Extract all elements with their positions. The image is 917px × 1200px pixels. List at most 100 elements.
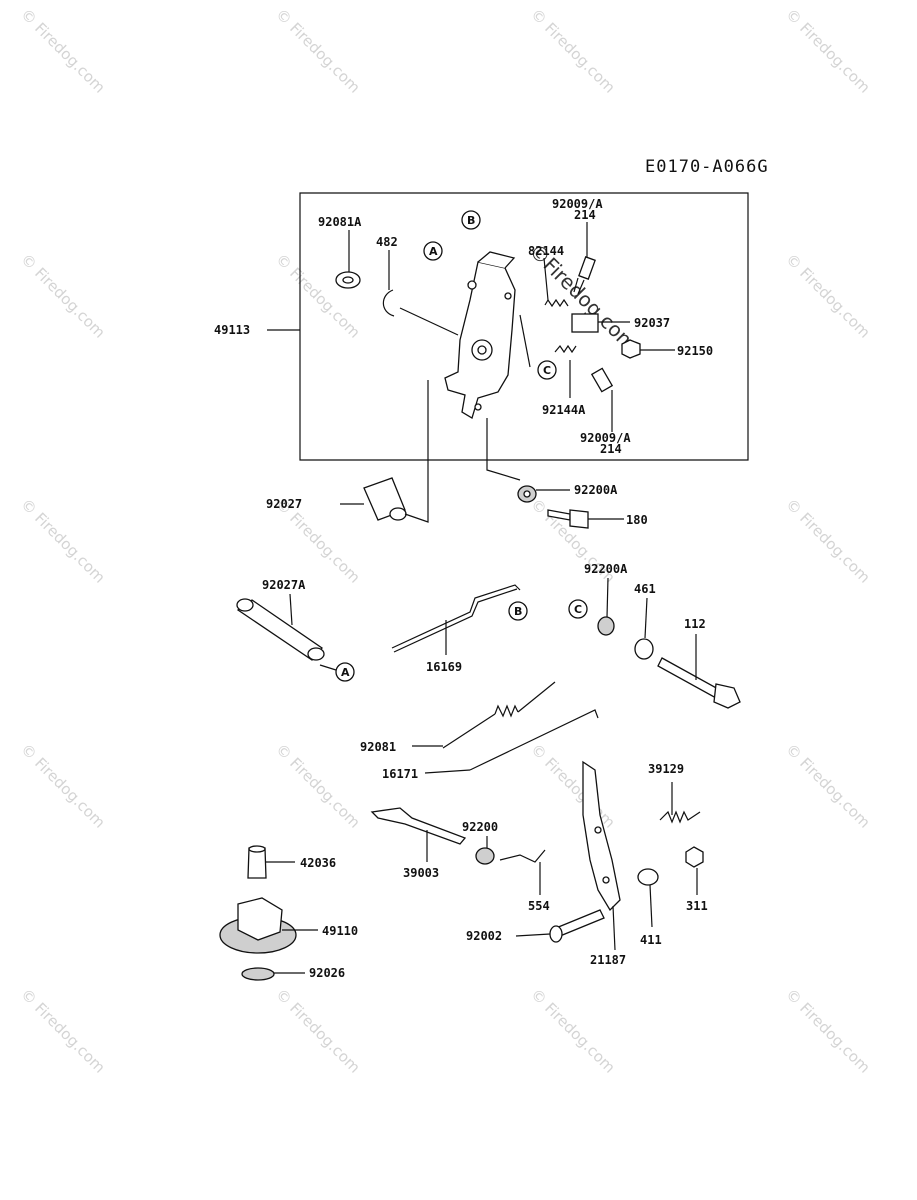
ref-marker-a — [335, 662, 355, 682]
ref-markers: A B C A B C — [335, 210, 588, 682]
watermark: © Firedog.com — [782, 740, 874, 832]
watermark: © Firedog.com — [17, 740, 109, 832]
callout-label: 461 — [634, 582, 656, 596]
watermark: © Firedog.com — [782, 985, 874, 1077]
watermark: © Firedog.com — [17, 495, 109, 587]
nut-92150 — [621, 339, 641, 359]
watermark: © Firedog.com — [527, 985, 619, 1077]
spring-39129 — [659, 810, 701, 824]
callout-label: 39129 — [648, 762, 684, 776]
callout-label: 214 — [574, 208, 596, 222]
sleeve-42036 — [247, 845, 267, 879]
callout-labels: 92081A 482 92009/A 214 82144 49113 92037… — [214, 197, 713, 980]
callout-label: 39003 — [403, 866, 439, 880]
leader-lines — [266, 222, 698, 974]
assembly-box — [299, 192, 749, 461]
watermark: © Firedog.com — [527, 5, 619, 97]
ref-marker-b-label: B — [467, 214, 475, 227]
block-92037 — [571, 313, 599, 333]
watermark: © Firedog.com — [782, 5, 874, 97]
watermark: © Firedog.com — [17, 5, 109, 97]
bolt-180 — [547, 509, 589, 529]
callout-label: 92081A — [318, 215, 362, 229]
lever-21187 — [582, 760, 621, 912]
callout-label: 16171 — [382, 767, 418, 781]
wire-554 — [499, 849, 546, 863]
ref-marker-c — [537, 360, 557, 380]
washer-92200 — [475, 847, 495, 865]
governor-bracket — [444, 251, 516, 419]
gear-49110 — [219, 897, 297, 954]
callout-label: 92200A — [574, 483, 618, 497]
bolt-112 — [657, 657, 741, 709]
rod-16171 — [469, 709, 599, 771]
watermark: © Firedog.com — [272, 250, 364, 342]
lever-39003 — [370, 807, 467, 845]
callout-label: 92150 — [677, 344, 713, 358]
e-clip-482 — [382, 289, 395, 317]
rod-16169 — [391, 584, 521, 649]
rod-16169-edge — [393, 588, 518, 653]
ref-marker-c-label: C — [574, 603, 582, 616]
washer-hole — [523, 490, 531, 498]
diagram-code: E0170-A066G — [645, 157, 769, 177]
ref-marker-b — [508, 601, 528, 621]
callout-label: 92081 — [360, 740, 396, 754]
watermark: © Firedog.com — [272, 740, 364, 832]
ref-marker-a-label: A — [429, 245, 438, 258]
callout-label: 411 — [640, 933, 662, 947]
screw-92009a-bottom — [590, 367, 614, 393]
leader-line — [404, 380, 429, 523]
spring-82144 — [544, 298, 569, 308]
ref-marker-c — [568, 599, 588, 619]
pipe-92027 — [363, 477, 407, 521]
callout-label: 92037 — [634, 316, 670, 330]
callout-label: 92200 — [462, 820, 498, 834]
leader-line — [486, 418, 521, 481]
watermark: © Firedog.com — [527, 740, 619, 832]
watermark: © Firedog.com — [782, 250, 874, 342]
callout-label: 42036 — [300, 856, 336, 870]
ref-marker-a-label: A — [341, 666, 350, 679]
callout-label: 82144 — [528, 244, 564, 258]
spring-92144a — [554, 344, 577, 354]
ref-marker-b-label: B — [514, 605, 522, 618]
lockwasher-461 — [634, 638, 654, 660]
watermark: © Firedog.com — [17, 250, 109, 342]
ref-marker-b — [461, 210, 481, 230]
washer-92026 — [241, 967, 275, 981]
callout-label: 49110 — [322, 924, 358, 938]
callout-label: 92144A — [542, 403, 586, 417]
callout-label: 92200A — [584, 562, 628, 576]
watermark: © Firedog.com — [782, 495, 874, 587]
callout-label: 214 — [600, 442, 622, 456]
callout-label: 92027A — [262, 578, 306, 592]
callout-label: 180 — [626, 513, 648, 527]
screw-92009a-top — [573, 256, 596, 295]
callout-label: 92027 — [266, 497, 302, 511]
pin-92002 — [549, 909, 605, 943]
watermark: © Firedog.com — [272, 5, 364, 97]
watermark: © Firedog.com — [17, 985, 109, 1077]
callout-label: 16169 — [426, 660, 462, 674]
spring-92081 — [442, 681, 556, 749]
callout-label: 311 — [686, 899, 708, 913]
callout-label: 554 — [528, 899, 550, 913]
callout-label: 92009/A — [580, 431, 631, 445]
callout-label: 49113 — [214, 323, 250, 337]
washer-411 — [637, 868, 659, 886]
callout-label: 482 — [376, 235, 398, 249]
ref-marker-c-label: C — [543, 364, 551, 377]
ref-marker-a — [423, 241, 443, 261]
callout-label: 21187 — [590, 953, 626, 967]
nut-311 — [685, 846, 704, 868]
callout-label: 92009/A — [552, 197, 603, 211]
washer-92200a-b — [597, 616, 615, 636]
callout-label: 92002 — [466, 929, 502, 943]
spring-washer-92081a — [335, 271, 361, 289]
pipe-92027a — [236, 598, 325, 661]
callout-label: 92026 — [309, 966, 345, 980]
callout-label: 112 — [684, 617, 706, 631]
